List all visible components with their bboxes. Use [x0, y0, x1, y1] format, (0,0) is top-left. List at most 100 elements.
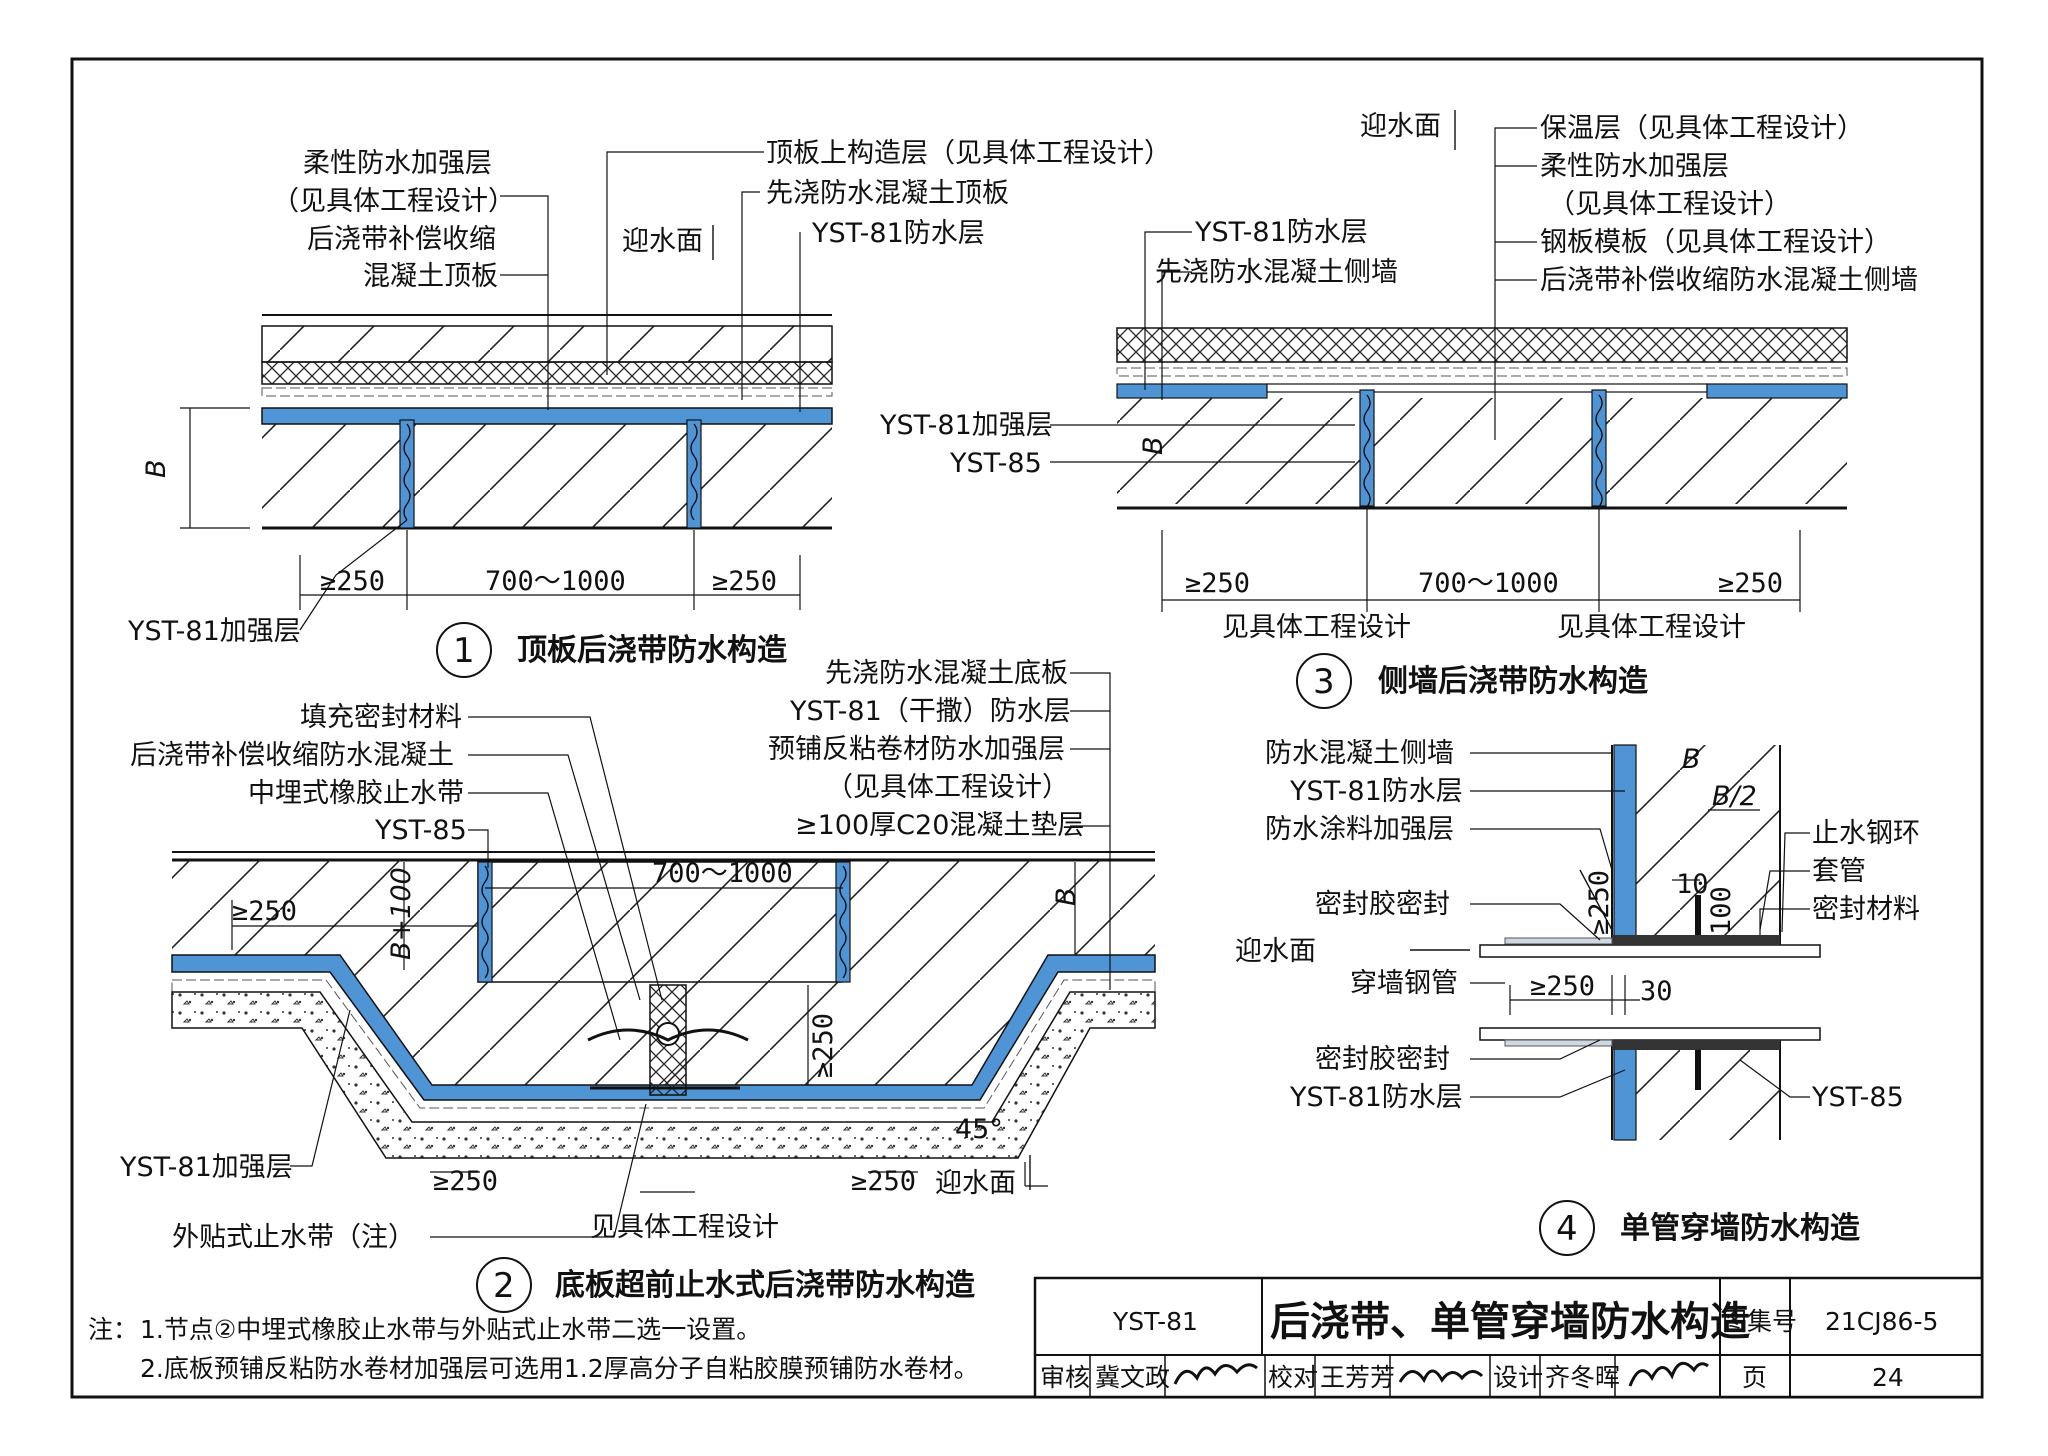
tb-atlas-no: 21CJ86-5 [1825, 1307, 1938, 1336]
d4-dim-bottom: ≥250 [1530, 971, 1595, 1002]
tb-atlas-label: 图集号 [1722, 1307, 1797, 1336]
notes-block: 注： 1.节点②中埋式橡胶止水带与外贴式止水带二选一设置。 2.底板预铺反粘防水… [88, 1315, 979, 1383]
tb-checker-signature [1398, 1369, 1484, 1384]
d3-number: 3 [1313, 662, 1335, 702]
d3-label-steel-form: 钢板模板（见具体工程设计） [1540, 227, 1891, 258]
detail-2-title: 2 底板超前止水式后浇带防水构造 [476, 1257, 975, 1313]
d2-dim-top-left: ≥250 [232, 896, 297, 927]
detail-4-drawing: ≥250 100 [1410, 744, 1821, 1141]
d1-label-yst81: YST-81防水层 [811, 218, 985, 249]
d4-label-coating: 防水涂料加强层 [1265, 814, 1454, 845]
tb-reviewer-signature [1173, 1363, 1258, 1385]
sheet-border [70, 57, 1984, 1399]
d4-dim-vertical-left: ≥250 [1584, 870, 1615, 935]
d3-label-water-face: 迎水面 [1360, 111, 1441, 142]
d1-dim-right: ≥250 [712, 566, 777, 597]
d4-title: 单管穿墙防水构造 [1620, 1211, 1860, 1246]
d3-dim-left: ≥250 [1185, 568, 1250, 599]
d1-dim-left: ≥250 [320, 566, 385, 597]
d1-b-dim: B [141, 459, 172, 478]
d3-title: 侧墙后浇带防水构造 [1378, 664, 1648, 699]
d2-label-external-stop: 外贴式止水带（注） [172, 1222, 415, 1253]
detail-2-drawing: B B+100 ≥250 [171, 672, 1156, 1238]
d4-b-dim: B [1682, 744, 1701, 775]
d3-label-insulation: 保温层（见具体工程设计） [1540, 113, 1864, 144]
note-1: 1.节点②中埋式橡胶止水带与外贴式止水带二选一设置。 [140, 1315, 761, 1344]
d2-label-cushion: ≥100厚C20混凝土垫层 [795, 810, 1084, 841]
tb-designer: 齐冬晖 [1545, 1363, 1620, 1392]
d4-label-yst81-2: YST-81防水层 [1289, 1082, 1463, 1113]
d3-dim-right: ≥250 [1718, 568, 1783, 599]
d2-label-pre-laid: 预铺反粘卷材防水加强层 [768, 734, 1065, 765]
d4-label-seal-material: 密封材料 [1812, 894, 1920, 925]
d1-number: 1 [453, 631, 475, 671]
d2-label-yst81-reinforce: YST-81加强层 [119, 1152, 293, 1183]
d4-label-sealant: 密封胶密封 [1315, 889, 1450, 920]
d3-note-right: 见具体工程设计 [1557, 612, 1746, 643]
d3-label-side-wall: 后浇带补偿收缩防水混凝土侧墙 [1540, 265, 1918, 296]
tb-title: 后浇带、单管穿墙防水构造 [1270, 1299, 1750, 1345]
d4-label-yst85: YST-85 [1811, 1082, 1904, 1113]
d3-b-dim: B [1138, 436, 1169, 455]
d4-label-water-face: 迎水面 [1235, 936, 1316, 967]
d2-dim-vertical: ≥250 [808, 1013, 839, 1078]
d4-label-sleeve: 套管 [1812, 856, 1866, 887]
d1-label-first-pour: 先浇防水混凝土顶板 [766, 178, 1009, 209]
title-block: YST-81 后浇带、单管穿墙防水构造 图集号 21CJ86-5 审核 冀文政 … [1033, 1276, 1984, 1399]
d4-dim-100: 100 [1706, 886, 1737, 935]
d2-title: 底板超前止水式后浇带防水构造 [555, 1268, 975, 1303]
d2-label-rubber-stop: 中埋式橡胶止水带 [248, 778, 464, 809]
d3-dim-center: 700～1000 [1418, 568, 1559, 599]
d2-dim-bottom-left: ≥250 [433, 1166, 498, 1197]
detail-3-title: 3 侧墙后浇带防水构造 [1296, 653, 1648, 709]
d1-label-flex-layer-note: （见具体工程设计） [272, 186, 515, 217]
d2-dim-bottom-right: ≥250 [851, 1166, 916, 1197]
d1-label-pour-band: 后浇带补偿收缩 [307, 224, 496, 255]
d4-label-sealant-2: 密封胶密封 [1315, 1044, 1450, 1075]
d1-label-yst81-reinforce: YST-81加强层 [127, 616, 301, 647]
d2-label-yst85: YST-85 [374, 815, 467, 846]
detail-1-title: 1 顶板后浇带防水构造 [436, 622, 787, 678]
tb-design-label: 设计 [1493, 1363, 1543, 1392]
detail-3-drawing: B [1050, 110, 1848, 612]
detail-1-drawing: B ≥250 700～1000 ≥250 [141, 151, 833, 631]
d2-label-seal-fill: 填充密封材料 [300, 702, 462, 733]
d4-label-yst81: YST-81防水层 [1289, 776, 1463, 807]
d2-label-base-slab: 先浇防水混凝土底板 [825, 658, 1068, 689]
d4-label-stop-ring: 止水钢环 [1812, 818, 1920, 849]
tb-designer-signature [1628, 1361, 1709, 1387]
tb-page-label: 页 [1742, 1363, 1767, 1392]
tb-page-no: 24 [1872, 1363, 1904, 1392]
d3-label-yst81: YST-81防水层 [1194, 217, 1368, 248]
d2-b100-dim: B+100 [386, 867, 417, 960]
d1-dim-center: 700～1000 [485, 566, 626, 597]
notes-prefix: 注： [88, 1315, 138, 1344]
d4-label-side-wall: 防水混凝土侧墙 [1265, 738, 1454, 769]
detail-4-title: 4 单管穿墙防水构造 [1539, 1200, 1860, 1256]
d3-label-flex-note: （见具体工程设计） [1548, 189, 1791, 220]
d2-label-angle: 45° [955, 1114, 1003, 1145]
d1-label-roof-slab: 混凝土顶板 [363, 261, 498, 292]
d1-label-water-face: 迎水面 [622, 226, 703, 257]
tb-check-label: 校对 [1268, 1363, 1318, 1392]
d2-dim-center: 700～1000 [652, 858, 793, 889]
d3-label-yst85: YST-85 [949, 448, 1042, 479]
d2-note: 见具体工程设计 [590, 1212, 779, 1243]
d4-dim-10: 10 [1676, 869, 1709, 900]
d3-label-yst81-reinforce: YST-81加强层 [879, 410, 1053, 441]
tb-review-label: 审核 [1040, 1363, 1090, 1392]
d2-label-pre-laid-note: （见具体工程设计） [826, 772, 1069, 803]
d2-label-yst81-dry: YST-81（干撒）防水层 [789, 696, 1071, 727]
d1-label-flex-layer: 柔性防水加强层 [303, 148, 492, 179]
d4-dim-30: 30 [1640, 976, 1673, 1007]
d3-note-left: 见具体工程设计 [1222, 612, 1411, 643]
d3-label-flex-layer: 柔性防水加强层 [1540, 151, 1729, 182]
tb-reviewer: 冀文政 [1095, 1363, 1170, 1392]
d3-label-first-pour-wall: 先浇防水混凝土侧墙 [1155, 257, 1398, 288]
d4-b-half-dim: B/2 [1712, 781, 1757, 812]
d2-number: 2 [493, 1266, 515, 1306]
d1-label-top-layer: 顶板上构造层（见具体工程设计） [766, 138, 1171, 169]
tb-product: YST-81 [1112, 1307, 1198, 1336]
d4-label-steel-pipe: 穿墙钢管 [1350, 968, 1458, 999]
